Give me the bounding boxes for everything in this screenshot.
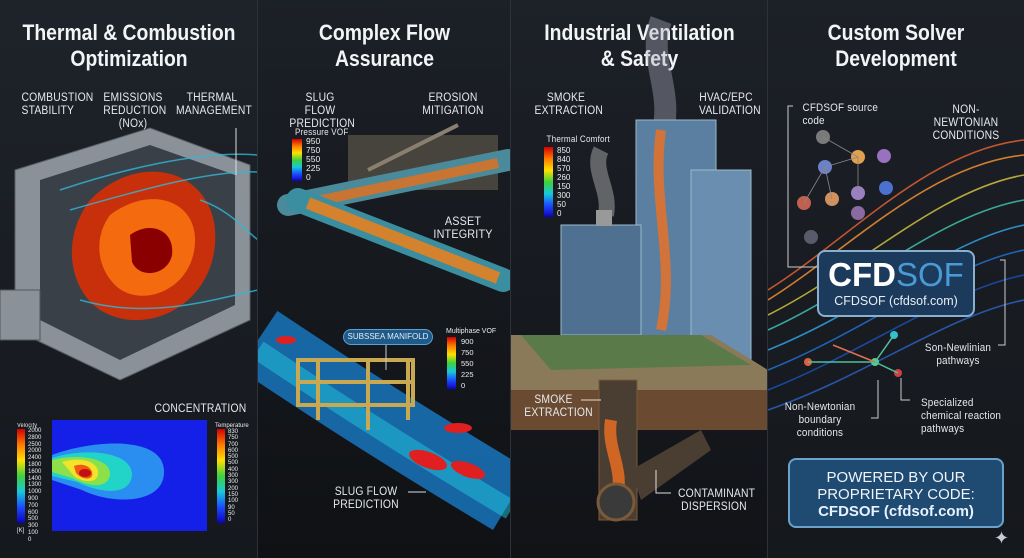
label-chemical-reaction-pathways: Specialized chemical reaction pathways — [921, 397, 1002, 435]
panel-flow-assurance: Complex Flow Assurance SLUG FLOW PREDICT… — [258, 0, 511, 558]
label-boundary-conditions: Non-Newtonian boundary conditions — [784, 401, 856, 439]
pipeline-illustration — [258, 123, 511, 530]
label-thermal-management: THERMAL MANAGEMENT — [176, 92, 252, 117]
temperature-legend-title: Temperature — [215, 423, 249, 429]
velocity-legend-title: Velocity — [17, 423, 38, 429]
label-hvac-validation: HVAC/EPC VALIDATION — [699, 92, 761, 117]
label-contaminant-dispersion: CONTAMINANT DISPERSION — [678, 488, 756, 513]
label-slug-flow-prediction: SLUG FLOW PREDICTION — [289, 92, 356, 130]
temperature-colorbar — [217, 429, 225, 523]
panel-title: Complex Flow Assurance — [318, 20, 451, 71]
label-son-newlinian-pathways: Son-Newlinian pathways — [924, 342, 992, 367]
powered-by-banner: POWERED BY OUR PROPRIETARY CODE: CFDSOF … — [788, 458, 1004, 528]
panel-title: Custom Solver Development — [827, 20, 965, 71]
cfdsof-logo: CFDSOF — [828, 256, 964, 293]
solver-network-illustration — [768, 105, 1024, 419]
panel-thermal-combustion: Thermal & Combustion Optimization COMBUS… — [0, 0, 258, 558]
label-smoke-extraction-bottom: SMOKE EXTRACTION — [524, 394, 593, 419]
panel-title: Thermal & Combustion Optimization — [22, 20, 236, 71]
label-emissions-reduction: EMISSIONS REDUCTION (NOx) — [103, 92, 167, 130]
subsea-manifold-tag: SUBSSEA MANIFOLD — [343, 329, 433, 345]
multiphase-legend-title: Multiphase VOF — [446, 328, 497, 335]
label-asset-integrity: ASSET INTEGRITY — [433, 214, 493, 241]
pressure-colorbar — [292, 139, 302, 181]
panel-title: Industrial Ventilation & Safety — [544, 20, 735, 71]
pressure-legend-title: Pressure VOF — [294, 127, 349, 137]
concentration-contour-plot — [52, 420, 207, 531]
label-non-newtonian-conditions: NON-NEWTONIAN CONDITIONS — [932, 104, 1000, 142]
panel-custom-solver: Custom Solver Development CFDSOF source … — [768, 0, 1024, 558]
multiphase-colorbar — [447, 337, 456, 389]
comfort-legend-title: Thermal Comfort — [546, 134, 610, 144]
label-slug-flow-prediction-bottom: SLUG FLOW PREDICTION — [333, 486, 399, 511]
comfort-colorbar — [544, 147, 553, 217]
velocity-unit: [K] — [17, 528, 25, 534]
panel-ventilation-safety: Industrial Ventilation & Safety SMOKE EX… — [511, 0, 768, 558]
powered-line-2: PROPRIETARY CODE: — [817, 486, 975, 503]
powered-line-1: POWERED BY OUR — [826, 469, 966, 486]
building-illustration — [511, 16, 768, 522]
label-erosion-mitigation: EROSION MITIGATION — [422, 92, 484, 117]
combustor-illustration — [0, 127, 258, 381]
velocity-colorbar — [17, 429, 25, 523]
label-concentration: CONCENTRATION — [154, 403, 247, 415]
powered-line-3: CFDSOF (cfdsof.com) — [818, 503, 974, 520]
cfdsof-logo-subtitle: CFDSOF (cfdsof.com) — [834, 294, 958, 308]
label-smoke-extraction: SMOKE EXTRACTION — [534, 92, 604, 117]
label-combustion-stability: COMBUSTION STABILITY — [21, 92, 94, 117]
label-cfdsof-source-code: CFDSOF source code — [802, 102, 879, 127]
cfdsof-logo-box: CFDSOF CFDSOF (cfdsof.com) — [817, 250, 975, 317]
sparkle-icon: ✦ — [994, 528, 1010, 548]
